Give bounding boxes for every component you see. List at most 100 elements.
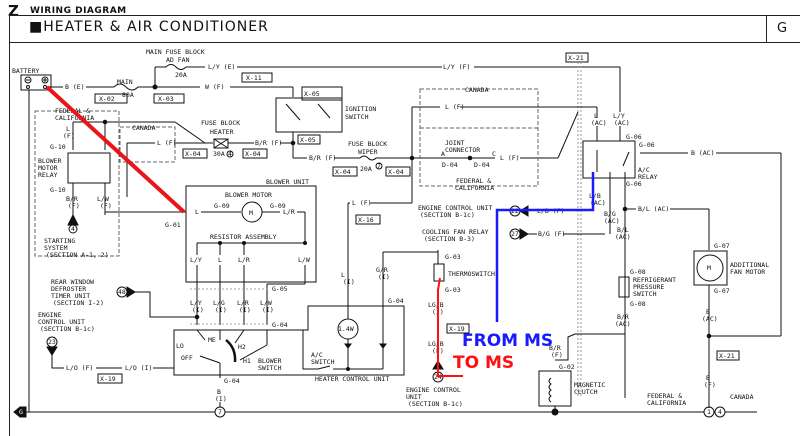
section-title: WIRING DIAGRAM <box>30 6 127 16</box>
wire-label: L/Y <box>190 256 202 264</box>
wire-label: (I) <box>239 306 251 314</box>
connector-g04: G-04 <box>224 377 240 385</box>
starting-system-label: SYSTEM <box>44 244 68 252</box>
wire-label: B/R <box>66 195 78 203</box>
starting-system-label: STARTING <box>44 237 75 245</box>
diagram-frame <box>9 15 800 436</box>
wire-label: W (F) <box>205 83 225 91</box>
wire-label: B (AC) <box>691 149 714 157</box>
connector-x04: X-04 <box>335 168 351 176</box>
wiper-fuse-amp: 20A <box>360 165 372 173</box>
connector-number: 23 <box>48 338 56 346</box>
connector-x21: X-21 <box>719 352 735 360</box>
thermoswitch-label: THERMOSWITCH <box>448 270 495 278</box>
relay-label: RELAY <box>38 171 58 179</box>
ecu-label: ENGINE CONTROL UNIT <box>418 204 492 212</box>
connector-x05: X-05 <box>304 90 320 98</box>
wire-label: (I) <box>343 278 355 286</box>
pin-label: A <box>441 150 445 158</box>
motor-label: M <box>707 264 711 272</box>
diagram-title-text: HEATER & AIR CONDITIONER <box>43 19 269 35</box>
connector-d04: D-04 <box>474 161 490 169</box>
heater-fuse-amp: 30A <box>213 150 225 158</box>
wire-label: L/Y (F) <box>443 63 470 71</box>
wire-label: (AC) <box>590 199 606 207</box>
wire-label: L/Y <box>190 299 202 307</box>
fuse-number: 7 <box>377 162 381 170</box>
fed-cal-label: CALIFORNIA <box>455 184 494 192</box>
thermoswitch-circuit: ENGINE CONTROL UNIT (SECTION B-1c) 22 L/… <box>406 204 605 408</box>
wire-label: L/G <box>213 299 225 307</box>
fuse-block-label: FUSE BLOCK <box>348 140 387 148</box>
fed-cal-label: CALIFORNIA <box>647 399 686 407</box>
ecu-label: (SECTION B-1c) <box>40 325 95 333</box>
ad-fan-amp: 20A <box>175 71 187 79</box>
wire-label: (F) <box>63 132 75 140</box>
wire-label: L/O (I) <box>125 364 152 372</box>
ecu-label: ENGINE CONTROL <box>406 386 461 394</box>
connector-g05: G-05 <box>272 285 288 293</box>
refrigerant-switch-label: SWITCH <box>633 290 657 298</box>
connector-g10: G-10 <box>50 186 66 194</box>
ecu-label: ENGINE <box>38 311 62 319</box>
rear-window-label: DEFROSTER <box>51 285 86 293</box>
wire-label: L/W <box>97 195 109 203</box>
wire-label: LG/B <box>428 340 444 348</box>
wire-label: B/G <box>604 210 616 218</box>
ecu-label: (SECTION B-1c) <box>408 400 463 408</box>
cooling-fan-label: (SECTION B-3) <box>424 235 475 243</box>
wire-label: B/R (F) <box>309 154 336 162</box>
connector-g06: G-06 <box>626 180 642 188</box>
connector-x04: X-04 <box>185 150 201 158</box>
connector-g08: G-08 <box>630 268 646 276</box>
wire-label: L/B <box>589 192 601 200</box>
connector-x03: X-03 <box>158 95 174 103</box>
heater-control-unit: LO ME H2 OFF H1 BLOWER SWITCH 1.4W L (I)… <box>173 251 420 408</box>
main-fuse-block-label: MAIN FUSE BLOCK <box>146 48 205 56</box>
connector-x02: X-02 <box>99 95 115 103</box>
wire-label: L/R <box>237 299 249 307</box>
wire-label: (I) <box>378 273 390 281</box>
connector-x04: X-04 <box>388 168 404 176</box>
connector-x04: X-04 <box>245 150 261 158</box>
starting-system-label: (SECTION A-1, 2) <box>46 251 109 259</box>
blower-unit: BLOWER UNIT BLOWER MOTOR G-01 L G-09 M G… <box>165 178 317 325</box>
to-ms-wire <box>437 277 463 377</box>
fuse-block-label: FUSE BLOCK <box>201 119 240 127</box>
connector-g07: G-07 <box>714 242 730 250</box>
switch-position: LO <box>176 342 184 350</box>
ground-number: 4 <box>718 408 722 416</box>
ecu-label: CONTROL UNIT <box>38 318 85 326</box>
switch-position: H1 <box>243 357 251 365</box>
wire-label: L/R <box>238 256 250 264</box>
rear-window-label: TIMER UNIT <box>51 292 90 300</box>
blower-motor-label: BLOWER MOTOR <box>225 191 272 199</box>
connector-g02: G-02 <box>559 363 575 371</box>
wire-label: B/G (F) <box>538 230 565 238</box>
main-fuse-line: B (E) MAIN 80A W (F) X-02 X-03 MAIN FUSE… <box>47 48 621 112</box>
additional-fan-label: FAN MOTOR <box>730 268 765 276</box>
connector-x19: X-19 <box>449 325 465 333</box>
canada-label: CANADA <box>730 393 754 401</box>
left-connectors: REAR WINDOW DEFROSTER TIMER UNIT (SECTIO… <box>38 278 197 384</box>
refrigerant-switch-label: REFRIGERANT <box>633 276 676 284</box>
switch-position: OFF <box>181 354 193 362</box>
rear-window-label: REAR WINDOW <box>51 278 94 286</box>
ignition-switch-label: IGNITION <box>345 105 376 113</box>
connector-g03: G-03 <box>445 286 461 294</box>
joint-connector-label: JOINT <box>445 139 465 147</box>
from-ms-label: FROM MS <box>462 331 553 351</box>
main-fuse-label: MAIN <box>117 78 133 86</box>
wire-label: B/L <box>617 226 629 234</box>
connector-g09: G-09 <box>270 202 286 210</box>
fed-cal-label: FEDERAL & <box>456 177 491 185</box>
title-bar <box>9 15 800 43</box>
switch-position: H2 <box>238 343 246 351</box>
wire-label: B/R <box>549 344 561 352</box>
wire-label: B (E) <box>65 83 85 91</box>
wire-label: L (F) <box>500 154 520 162</box>
wire-label: (I) <box>262 306 274 314</box>
wire-label: LG/B <box>428 301 444 309</box>
fed-cal-label: CALIFORNIA <box>55 114 94 122</box>
relay-label: BLOWER <box>38 157 62 165</box>
